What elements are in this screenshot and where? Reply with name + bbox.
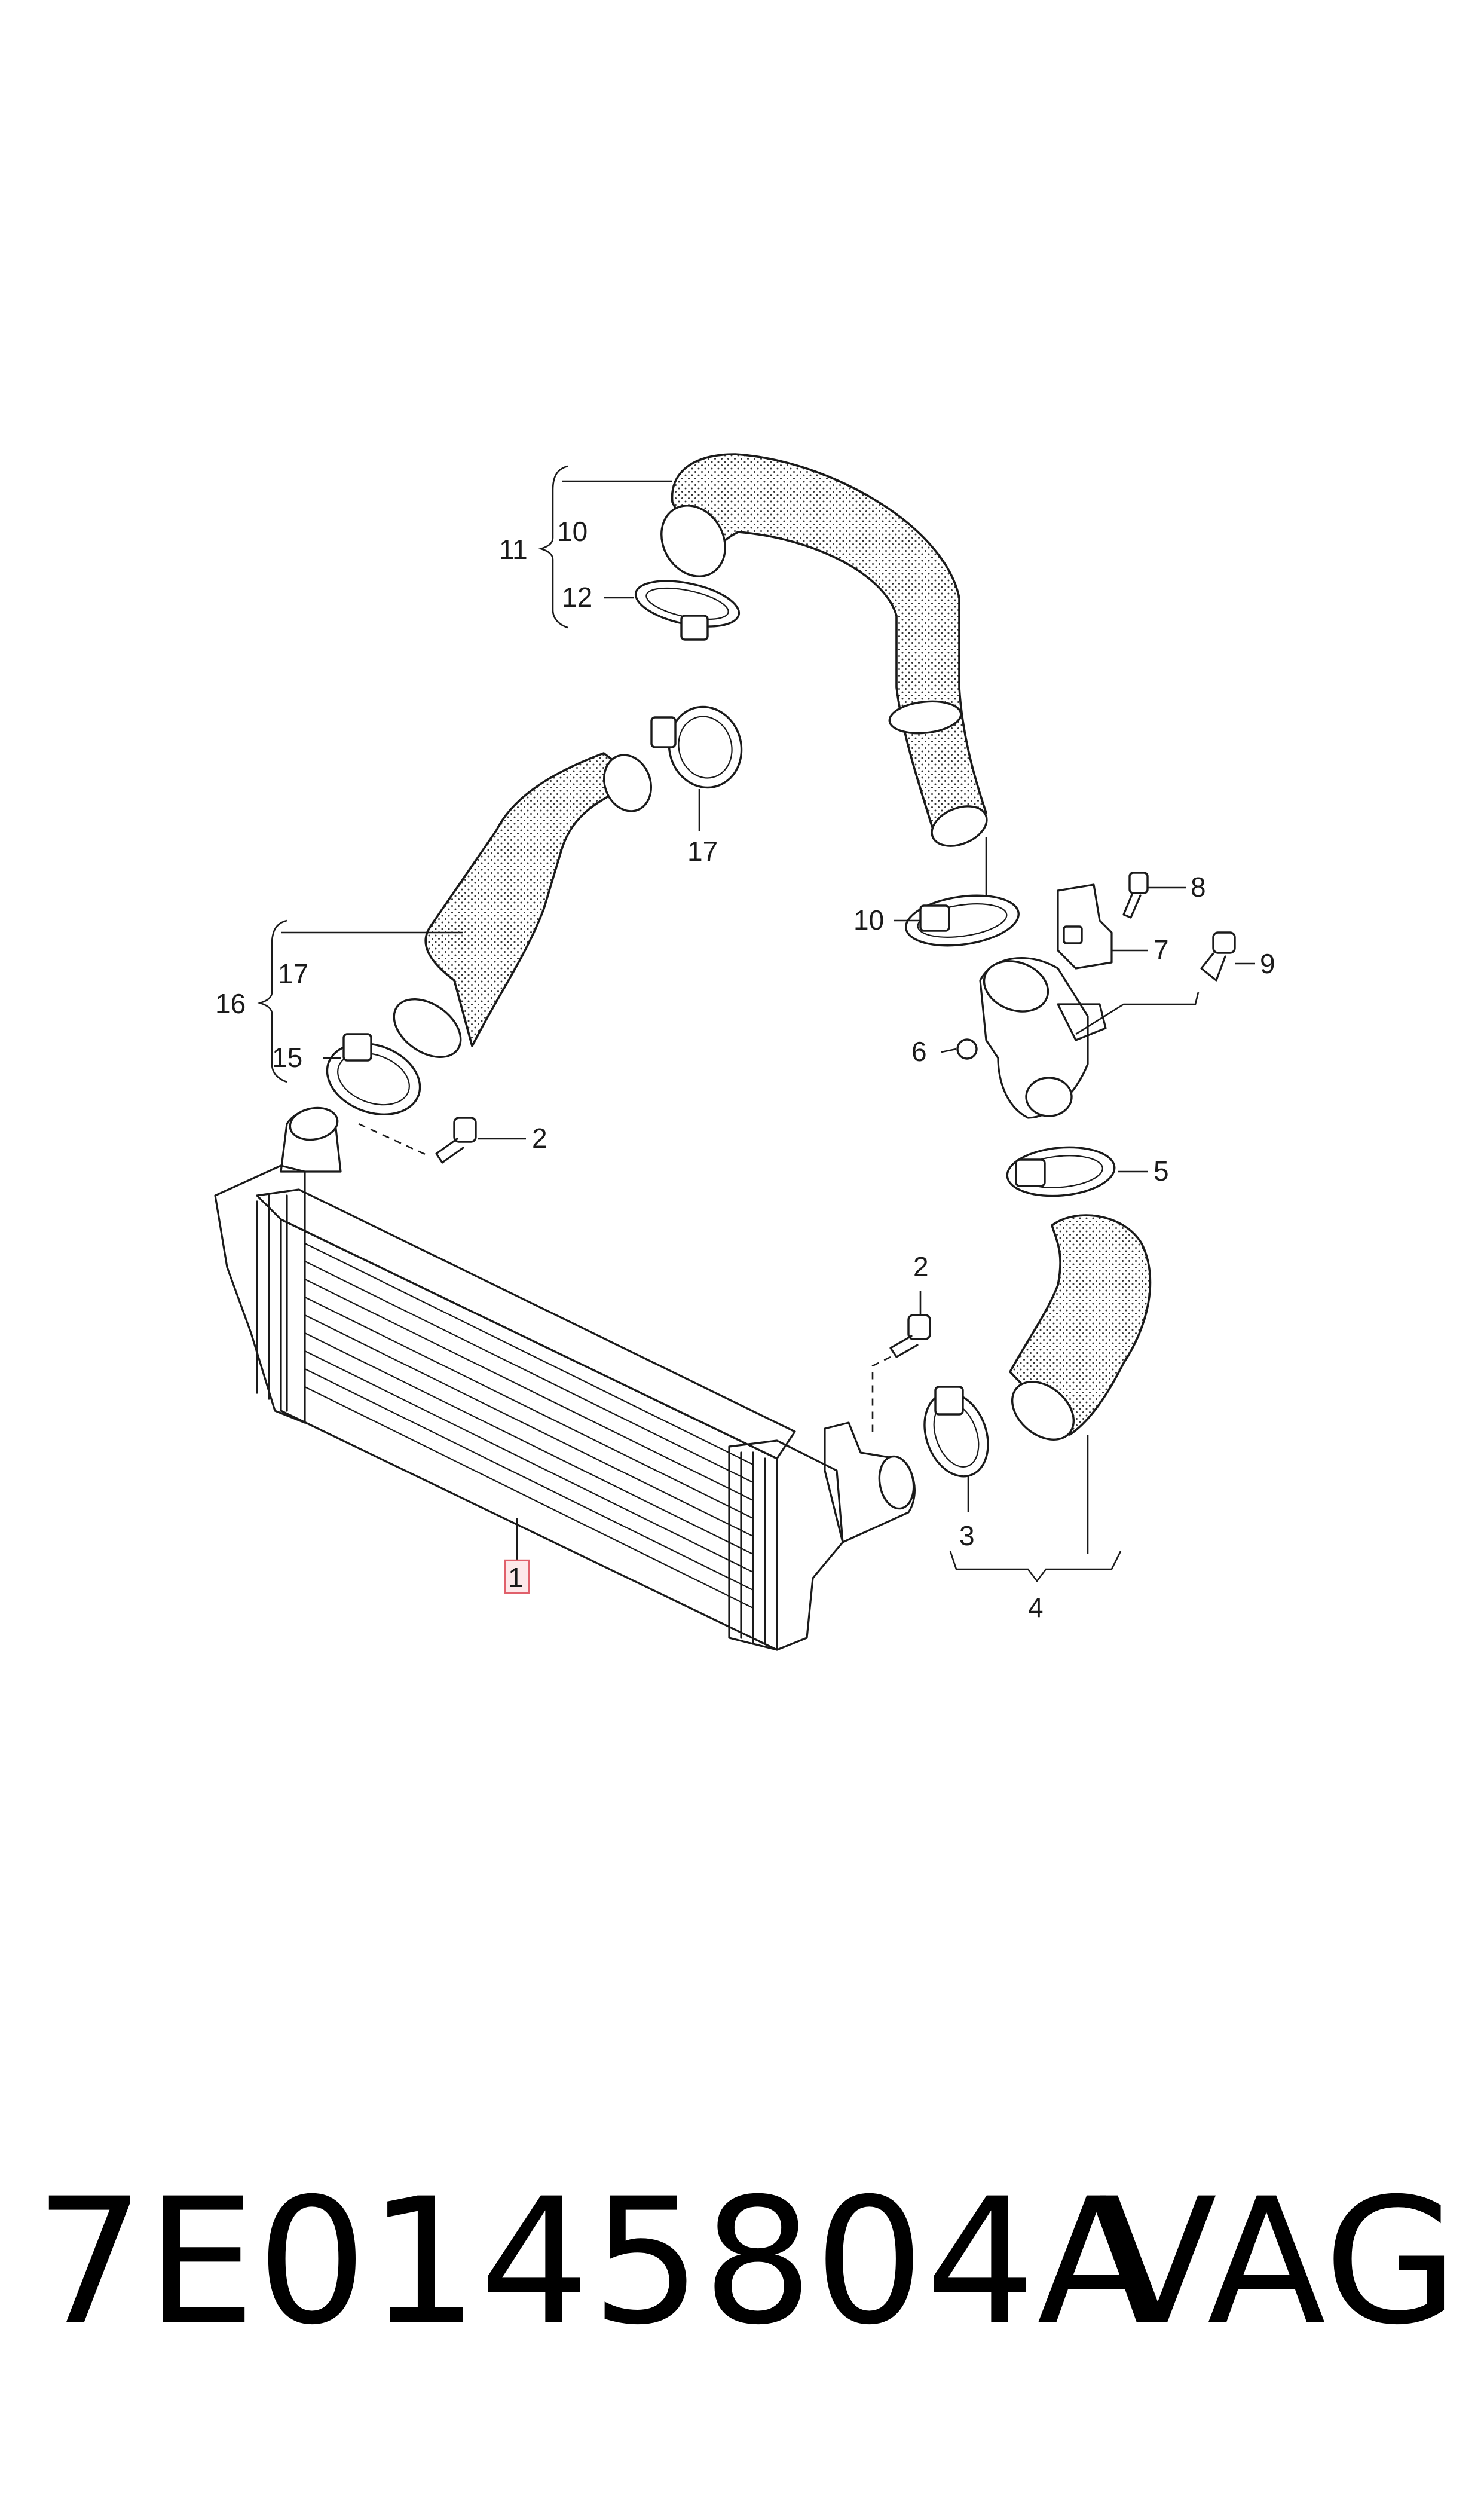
callout-2-lower: 2: [913, 1251, 929, 1282]
hose-clamp-5: [1006, 1146, 1116, 1197]
hose-end: [660, 505, 726, 577]
callout-1-highlight: [504, 1559, 530, 1594]
pipe-connector: [956, 956, 1107, 1119]
callout-17-top: 17: [687, 836, 718, 867]
callout-9: 9: [1260, 948, 1275, 979]
left-hose: [393, 752, 653, 1059]
intercooler: [214, 1106, 916, 1651]
part-number: 7E0145804A: [35, 2162, 1157, 2363]
hose-end: [602, 754, 653, 812]
callout-10-lower: 10: [853, 904, 884, 936]
upper-hose: [660, 453, 988, 847]
bolt-2-lower: [889, 1314, 931, 1358]
brand-name: VAG: [1099, 2162, 1459, 2363]
hose-clamp-10-lower: [905, 894, 1020, 947]
callout-4: 4: [1028, 1592, 1044, 1623]
bolt-2-upper: [435, 1117, 477, 1164]
callout-12: 12: [562, 582, 592, 613]
hose-clamp-15: [326, 1033, 421, 1116]
leader-lines: [257, 465, 1255, 1583]
hose-end: [393, 998, 462, 1059]
callout-8: 8: [1191, 872, 1206, 903]
callout-5: 5: [1153, 1155, 1169, 1187]
callout-11: 11: [499, 534, 528, 565]
callout-15: 15: [272, 1042, 302, 1073]
callout-2-upper: 2: [532, 1123, 547, 1154]
hose-end: [931, 805, 988, 847]
callout-17-left: 17: [278, 958, 308, 989]
hose-clamp-3: [923, 1386, 989, 1478]
callout-labels: 1 2 2 3 4 5 6 7 8 9 10 10 11 12 15 16 17…: [215, 516, 1275, 1623]
callout-6: 6: [911, 1036, 927, 1067]
callout-10-upper: 10: [557, 516, 588, 547]
hose-end: [1011, 1381, 1075, 1441]
pressure-sensor: [1057, 883, 1113, 970]
callout-1: 1: [508, 1562, 524, 1593]
bolt-8: [1122, 872, 1149, 919]
lower-hose: [1009, 1214, 1152, 1441]
callout-7: 7: [1153, 934, 1169, 965]
callout-16: 16: [215, 988, 246, 1019]
hose-clamp-12: [634, 580, 741, 641]
hose-clamp-17: [650, 705, 743, 789]
callout-3: 3: [959, 1520, 975, 1551]
hose-collar: [888, 700, 962, 735]
clip-9: [1200, 931, 1236, 982]
